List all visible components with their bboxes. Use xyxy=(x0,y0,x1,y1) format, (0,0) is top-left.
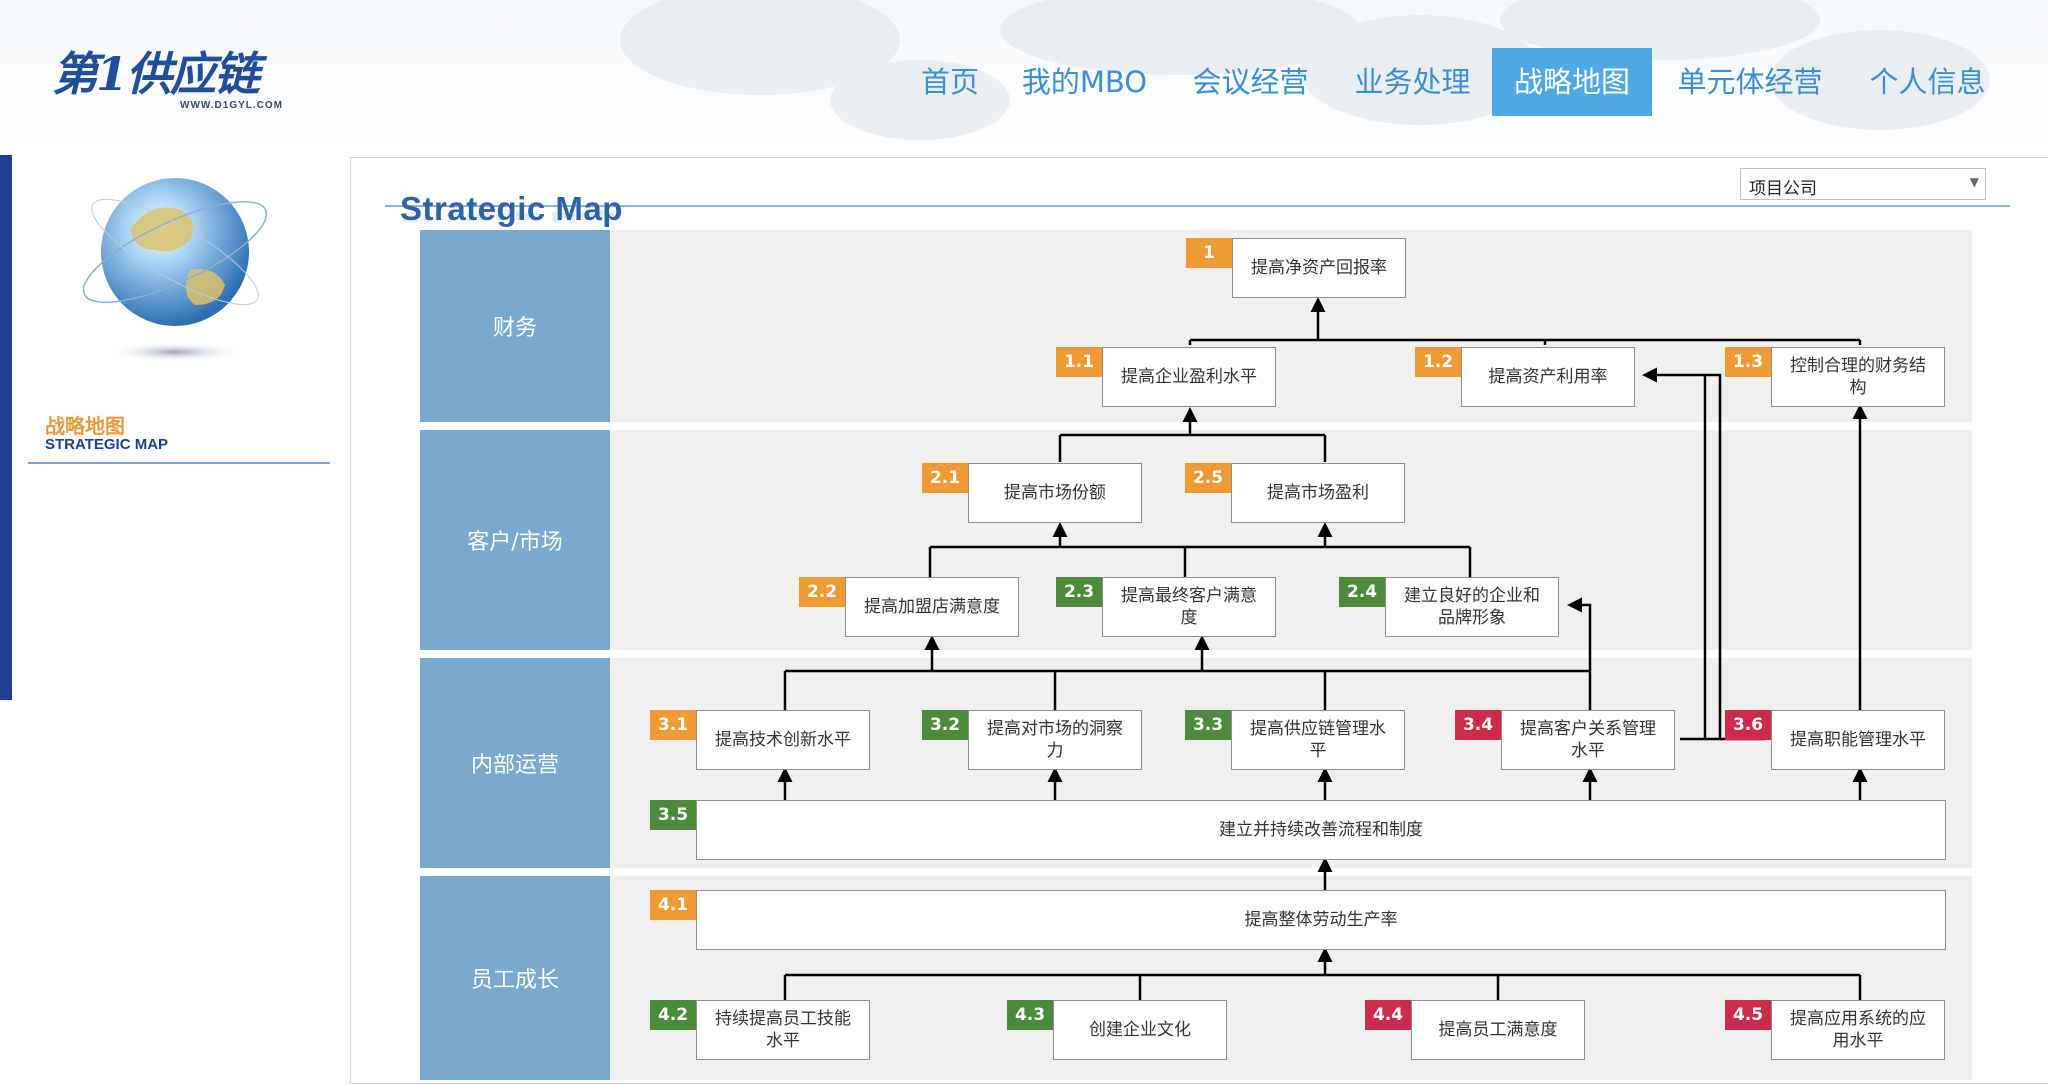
objective-badge-4-2: 4.2 xyxy=(650,1000,696,1030)
sidebar-title-en: STRATEGIC MAP xyxy=(45,436,169,453)
nav-business[interactable]: 业务处理 xyxy=(1354,65,1471,99)
world-map-background xyxy=(620,0,1990,140)
main-nav: 首页 我的MBO 会议经营 业务处理 战略地图 单元体经营 个人信息 xyxy=(0,48,2048,118)
perspective-finance: 财务 xyxy=(420,230,610,422)
objective-4-1[interactable]: 提高整体劳动生产率 xyxy=(696,890,1946,950)
objective-1[interactable]: 提高净资产回报率 xyxy=(1232,238,1406,298)
objective-2-3[interactable]: 提高最终客户满意度 xyxy=(1102,577,1276,637)
nav-profile[interactable]: 个人信息 xyxy=(1869,65,1986,99)
perspective-customer: 客户/市场 xyxy=(420,430,610,650)
objective-badge-2-2: 2.2 xyxy=(799,577,845,607)
objective-1-3[interactable]: 控制合理的财务结构 xyxy=(1771,347,1945,407)
logo[interactable]: 第1供应链 WWW.D1GYL.COM xyxy=(52,38,312,118)
sidebar-divider xyxy=(28,462,330,464)
perspective-growth: 员工成长 xyxy=(420,876,610,1080)
objective-2-5[interactable]: 提高市场盈利 xyxy=(1231,463,1405,523)
objective-4-2[interactable]: 持续提高员工技能水平 xyxy=(696,1000,870,1060)
objective-badge-4-3: 4.3 xyxy=(1007,1000,1053,1030)
nav-meeting[interactable]: 会议经营 xyxy=(1192,65,1309,99)
objective-badge-4-4: 4.4 xyxy=(1365,1000,1411,1030)
objective-badge-3-1: 3.1 xyxy=(650,710,696,740)
chevron-down-icon: ▼ xyxy=(1969,175,1979,189)
objective-3-6[interactable]: 提高职能管理水平 xyxy=(1771,710,1945,770)
objective-4-4[interactable]: 提高员工满意度 xyxy=(1411,1000,1585,1060)
objective-4-5[interactable]: 提高应用系统的应用水平 xyxy=(1771,1000,1945,1060)
objective-2-2[interactable]: 提高加盟店满意度 xyxy=(845,577,1019,637)
nav-my-mbo[interactable]: 我的MBO xyxy=(1021,65,1148,99)
nav-home[interactable]: 首页 xyxy=(920,65,979,99)
objective-badge-3-4: 3.4 xyxy=(1455,710,1501,740)
objective-3-1[interactable]: 提高技术创新水平 xyxy=(696,710,870,770)
objective-badge-1-3: 1.3 xyxy=(1725,347,1771,377)
logo-url: WWW.D1GYL.COM xyxy=(180,100,283,111)
objective-badge-3-3: 3.3 xyxy=(1185,710,1231,740)
header: 第1供应链 WWW.D1GYL.COM 首页 我的MBO 会议经营 业务处理 战… xyxy=(0,0,2048,150)
objective-3-3[interactable]: 提高供应链管理水平 xyxy=(1231,710,1405,770)
nav-strategy-map[interactable]: 战略地图 xyxy=(1492,48,1652,116)
objective-badge-1: 1 xyxy=(1186,238,1232,268)
logo-text: 第1供应链 xyxy=(52,47,260,101)
page-title-reflection: Strategic Map xyxy=(400,209,617,226)
objective-badge-2-1: 2.1 xyxy=(922,463,968,493)
strategy-map: 财务 客户/市场 内部运营 员工成长 xyxy=(420,225,1972,1080)
objective-3-2[interactable]: 提高对市场的洞察力 xyxy=(968,710,1142,770)
perspective-internal: 内部运营 xyxy=(420,658,610,868)
objective-1-2[interactable]: 提高资产利用率 xyxy=(1461,347,1635,407)
objective-badge-3-6: 3.6 xyxy=(1725,710,1771,740)
map-connectors xyxy=(777,297,1868,1000)
objective-badge-2-5: 2.5 xyxy=(1185,463,1231,493)
nav-unit[interactable]: 单元体经营 xyxy=(1677,65,1823,99)
objective-badge-1-1: 1.1 xyxy=(1056,347,1102,377)
objective-badge-3-5: 3.5 xyxy=(650,800,696,830)
objective-1-1[interactable]: 提高企业盈利水平 xyxy=(1102,347,1276,407)
sidebar-accent-bar xyxy=(0,155,12,700)
objective-badge-2-3: 2.3 xyxy=(1056,577,1102,607)
objective-badge-1-2: 1.2 xyxy=(1415,347,1461,377)
objective-3-5[interactable]: 建立并持续改善流程和制度 xyxy=(696,800,1946,860)
company-select-value: 项目公司 xyxy=(1749,179,1817,199)
company-select[interactable]: 项目公司 ▼ xyxy=(1740,168,1986,200)
globe-icon xyxy=(82,178,268,362)
objective-badge-3-2: 3.2 xyxy=(922,710,968,740)
objective-3-4[interactable]: 提高客户关系管理水平 xyxy=(1501,710,1675,770)
objective-badge-4-5: 4.5 xyxy=(1725,1000,1771,1030)
objective-2-1[interactable]: 提高市场份额 xyxy=(968,463,1142,523)
title-underline xyxy=(385,205,2010,207)
objective-2-4[interactable]: 建立良好的企业和品牌形象 xyxy=(1385,577,1559,637)
sidebar-title-cn: 战略地图 xyxy=(45,414,125,438)
objective-4-3[interactable]: 创建企业文化 xyxy=(1053,1000,1227,1060)
objective-badge-4-1: 4.1 xyxy=(650,890,696,920)
objective-badge-2-4: 2.4 xyxy=(1339,577,1385,607)
page-title: Strategic Map xyxy=(400,190,623,227)
